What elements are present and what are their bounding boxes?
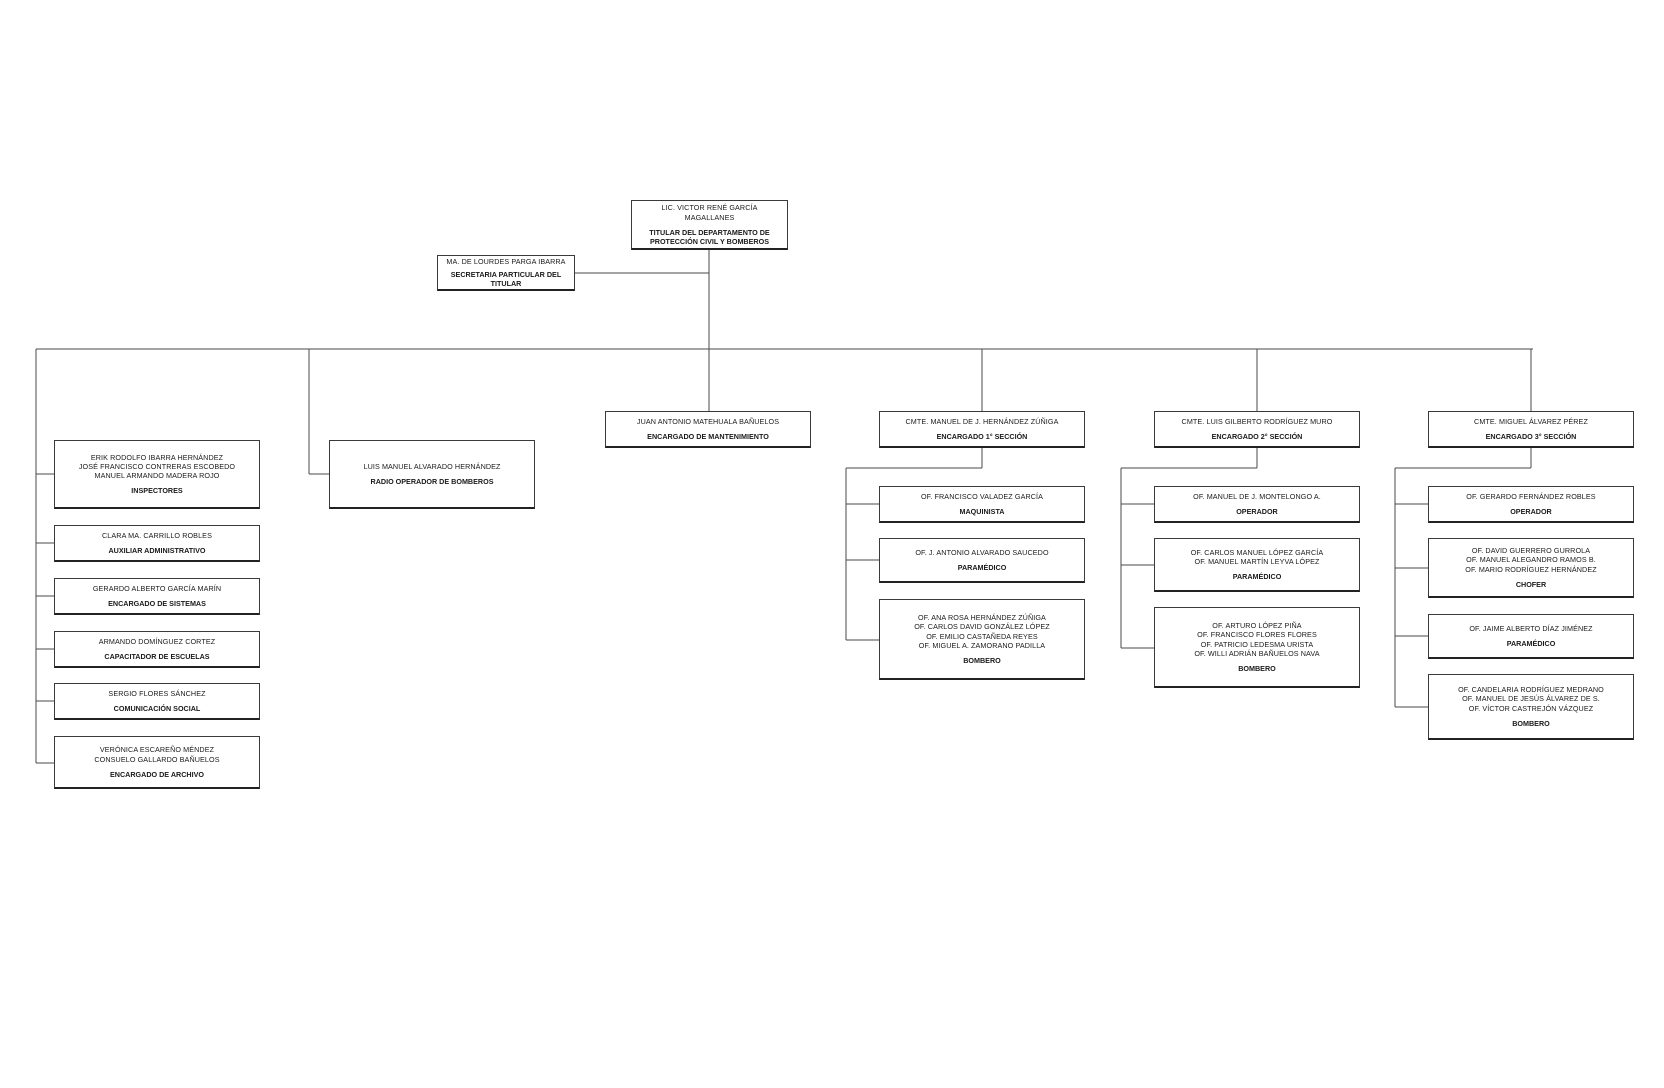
section-unit-names: OF. GERARDO FERNÁNDEZ ROBLES [1466, 491, 1596, 501]
section-lead-names: CMTE. MANUEL DE J. HERNÁNDEZ ZÚÑIGA [905, 416, 1059, 426]
maintenance-role: ENCARGADO DE MANTENIMIENTO [647, 432, 769, 442]
section-unit-box: OF. MANUEL DE J. MONTELONGO A. OPERADOR [1154, 486, 1360, 523]
section-unit-box: OF. CANDELARIA RODRÍGUEZ MEDRANO OF. MAN… [1428, 674, 1634, 740]
section-unit-role: PARAMÉDICO [1506, 639, 1556, 649]
section-unit-role: CHOFER [1515, 579, 1547, 589]
radio-operator-names: LUIS MANUEL ALVARADO HERNÁNDEZ [363, 461, 501, 471]
section-unit-role: PARAMÉDICO [957, 563, 1007, 573]
section-lead-role: ENCARGADO 1° SECCIÓN [936, 432, 1028, 442]
section-unit-box: OF. DAVID GUERRERO GURROLA OF. MANUEL AL… [1428, 538, 1634, 598]
head-box: LIC. VICTOR RENÉ GARCÍA MAGALLANES TITUL… [631, 200, 788, 250]
section-unit-box: OF. CARLOS MANUEL LÓPEZ GARCÍA OF. MANUE… [1154, 538, 1360, 592]
admin-unit-names: SERGIO FLORES SÁNCHEZ [108, 688, 206, 698]
admin-unit-role: AUXILIAR ADMINISTRATIVO [108, 546, 206, 556]
secretary-box: MA. DE LOURDES PARGA IBARRA SECRETARIA P… [437, 255, 575, 291]
admin-unit-role: ENCARGADO DE SISTEMAS [108, 599, 206, 609]
admin-unit-box: GERARDO ALBERTO GARCÍA MARÍN ENCARGADO D… [54, 578, 260, 615]
section-lead-role: ENCARGADO 3° SECCIÓN [1485, 432, 1577, 442]
admin-unit-box: VERÓNICA ESCAREÑO MÉNDEZ CONSUELO GALLAR… [54, 736, 260, 789]
section-unit-role: OPERADOR [1510, 507, 1552, 517]
secretary-names: MA. DE LOURDES PARGA IBARRA [446, 256, 566, 266]
admin-unit-box: ARMANDO DOMÍNGUEZ CORTEZ CAPACITADOR DE … [54, 631, 260, 668]
section-unit-names: OF. CARLOS MANUEL LÓPEZ GARCÍA OF. MANUE… [1190, 547, 1324, 566]
section-lead-role: ENCARGADO 2° SECCIÓN [1211, 432, 1303, 442]
section-unit-names: OF. FRANCISCO VALADEZ GARCÍA [920, 491, 1044, 501]
section-unit-box: OF. FRANCISCO VALADEZ GARCÍA MAQUINISTA [879, 486, 1085, 523]
section-lead-names: CMTE. MIGUEL ÁLVAREZ PÉREZ [1474, 416, 1588, 426]
radio-operator-box: LUIS MANUEL ALVARADO HERNÁNDEZ RADIO OPE… [329, 440, 535, 509]
admin-unit-role: ENCARGADO DE ARCHIVO [110, 769, 204, 779]
head-role: TITULAR DEL DEPARTAMENTO DE PROTECCIÓN C… [649, 227, 770, 246]
admin-unit-role: COMUNICACIÓN SOCIAL [113, 704, 201, 714]
section-unit-box: OF. ARTURO LÓPEZ PIÑA OF. FRANCISCO FLOR… [1154, 607, 1360, 688]
section-unit-names: OF. MANUEL DE J. MONTELONGO A. [1193, 491, 1321, 501]
admin-unit-role: INSPECTORES [131, 486, 183, 496]
radio-operator-role: RADIO OPERADOR DE BOMBEROS [370, 477, 494, 487]
admin-unit-names: ERIK RODOLFO IBARRA HERNÁNDEZ JOSÉ FRANC… [78, 452, 236, 481]
section-unit-role: BOMBERO [1512, 718, 1550, 728]
section-unit-box: OF. ANA ROSA HERNÁNDEZ ZÚÑIGA OF. CARLOS… [879, 599, 1085, 680]
section-unit-names: OF. ARTURO LÓPEZ PIÑA OF. FRANCISCO FLOR… [1194, 621, 1320, 658]
head-names: LIC. VICTOR RENÉ GARCÍA MAGALLANES [661, 203, 758, 222]
section-unit-role: BOMBERO [963, 655, 1001, 665]
section-unit-role: OPERADOR [1236, 507, 1278, 517]
section-unit-role: MAQUINISTA [959, 507, 1005, 517]
admin-unit-role: CAPACITADOR DE ESCUELAS [104, 652, 210, 662]
section-unit-names: OF. CANDELARIA RODRÍGUEZ MEDRANO OF. MAN… [1458, 685, 1604, 713]
secretary-role: SECRETARIA PARTICULAR DEL TITULAR [450, 270, 562, 289]
admin-unit-names: VERÓNICA ESCAREÑO MÉNDEZ CONSUELO GALLAR… [94, 745, 220, 764]
section-unit-role: BOMBERO [1238, 663, 1276, 673]
admin-unit-names: ARMANDO DOMÍNGUEZ CORTEZ [98, 636, 216, 646]
maintenance-names: JUAN ANTONIO MATEHUALA BAÑUELOS [636, 416, 780, 426]
admin-unit-box: CLARA MA. CARRILLO ROBLES AUXILIAR ADMIN… [54, 525, 260, 562]
section-lead-box: CMTE. MIGUEL ÁLVAREZ PÉREZ ENCARGADO 3° … [1428, 411, 1634, 448]
section-unit-role: PARAMÉDICO [1232, 572, 1282, 582]
section-unit-names: OF. DAVID GUERRERO GURROLA OF. MANUEL AL… [1465, 546, 1597, 574]
section-lead-box: CMTE. LUIS GILBERTO RODRÍGUEZ MURO ENCAR… [1154, 411, 1360, 448]
admin-unit-box: SERGIO FLORES SÁNCHEZ COMUNICACIÓN SOCIA… [54, 683, 260, 720]
section-lead-box: CMTE. MANUEL DE J. HERNÁNDEZ ZÚÑIGA ENCA… [879, 411, 1085, 448]
section-unit-box: OF. JAIME ALBERTO DÍAZ JIMÉNEZ PARAMÉDIC… [1428, 614, 1634, 659]
section-unit-names: OF. ANA ROSA HERNÁNDEZ ZÚÑIGA OF. CARLOS… [914, 613, 1050, 650]
section-unit-box: OF. GERARDO FERNÁNDEZ ROBLES OPERADOR [1428, 486, 1634, 523]
admin-unit-names: CLARA MA. CARRILLO ROBLES [102, 530, 212, 540]
maintenance-box: JUAN ANTONIO MATEHUALA BAÑUELOS ENCARGAD… [605, 411, 811, 448]
section-lead-names: CMTE. LUIS GILBERTO RODRÍGUEZ MURO [1181, 416, 1333, 426]
admin-unit-box: ERIK RODOLFO IBARRA HERNÁNDEZ JOSÉ FRANC… [54, 440, 260, 509]
section-unit-names: OF. J. ANTONIO ALVARADO SAUCEDO [915, 547, 1049, 557]
section-unit-names: OF. JAIME ALBERTO DÍAZ JIMÉNEZ [1469, 623, 1593, 633]
section-unit-box: OF. J. ANTONIO ALVARADO SAUCEDO PARAMÉDI… [879, 538, 1085, 583]
admin-unit-names: GERARDO ALBERTO GARCÍA MARÍN [92, 583, 222, 593]
